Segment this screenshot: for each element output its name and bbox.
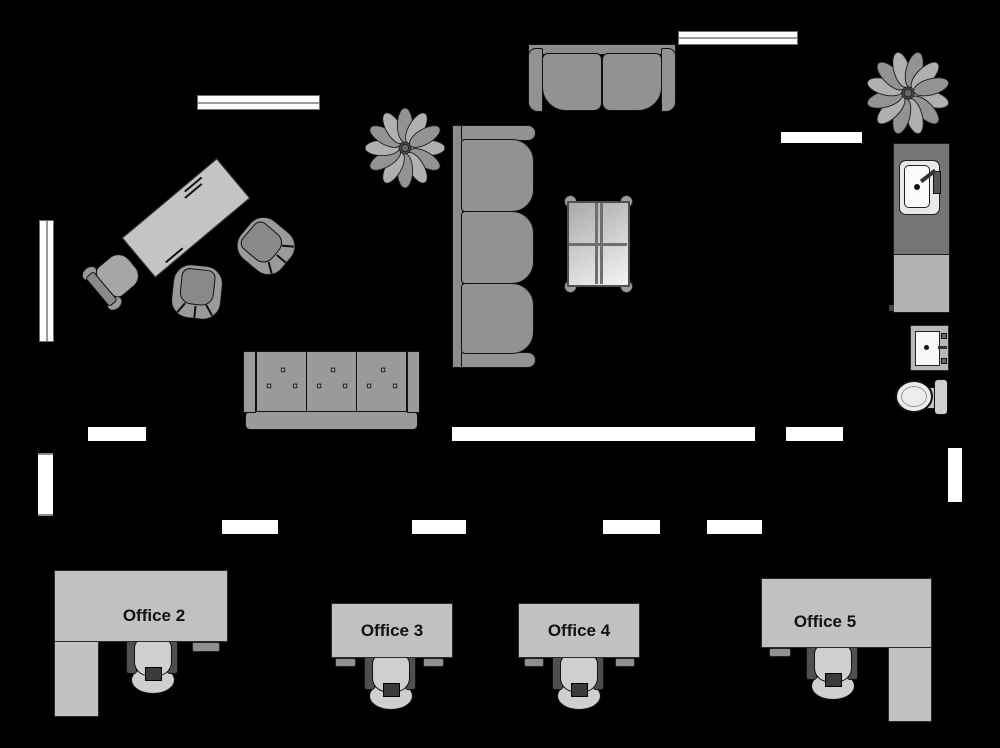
chair-hub	[145, 667, 162, 681]
toilet-tank	[934, 379, 948, 415]
bathroom-sink[interactable]	[910, 325, 949, 371]
office-chair[interactable]	[126, 638, 178, 696]
coffee-table[interactable]	[564, 195, 633, 293]
sofa-armrest	[461, 352, 536, 368]
office-5-desk-return[interactable]	[888, 647, 932, 722]
chair-seat	[178, 267, 217, 307]
tuft-button: ¤	[265, 380, 273, 393]
office-4-label: Office 4	[547, 621, 611, 640]
faucet-knob	[941, 358, 947, 364]
sofa-cushion	[461, 283, 534, 354]
desk-accessory	[769, 648, 791, 657]
sofa-cushion	[542, 53, 602, 111]
office-4-desk[interactable]	[518, 603, 640, 658]
office-5-label: Office 5	[793, 612, 857, 631]
executive-desk	[121, 158, 251, 278]
counter-handle	[889, 305, 894, 311]
tuft-button: ¤	[379, 364, 387, 377]
office-2-desk[interactable]	[54, 570, 228, 642]
tuft-button: ¤	[365, 380, 373, 393]
office-2-desk-return[interactable]	[54, 641, 99, 717]
toilet-bowl-rim	[901, 386, 927, 407]
sofa-armrest	[243, 351, 256, 413]
desk-accessory	[335, 658, 356, 667]
tuft-button: ¤	[291, 380, 299, 393]
window[interactable]	[39, 220, 54, 342]
sofa-cushion	[306, 351, 357, 412]
desk-accessory	[524, 658, 544, 667]
sink-drain	[914, 184, 920, 190]
kitchen-counter[interactable]	[889, 254, 950, 313]
sink-drain	[924, 345, 929, 350]
door-opening[interactable]	[88, 427, 146, 441]
office-3-desk[interactable]	[331, 603, 453, 658]
sofa-armrest	[661, 48, 676, 112]
door-opening[interactable]	[452, 427, 755, 441]
door-opening[interactable]	[707, 520, 762, 534]
office-2-label: Office 2	[122, 606, 186, 625]
table-top	[567, 201, 630, 287]
chair-hub	[571, 683, 588, 697]
tub-chair[interactable]	[229, 209, 303, 283]
faucet-spout	[938, 346, 947, 349]
chair-hub	[825, 673, 842, 687]
office-chair[interactable]	[552, 654, 604, 712]
tufted-sofa[interactable]: ¤ ¤ ¤ ¤ ¤ ¤ ¤ ¤ ¤	[243, 351, 420, 430]
window-pane-line	[45, 221, 48, 341]
door-opening[interactable]	[603, 520, 660, 534]
tuft-button: ¤	[391, 380, 399, 393]
sofa-cushion	[461, 139, 534, 212]
window[interactable]	[678, 31, 798, 45]
office-chair[interactable]	[364, 654, 416, 712]
faucet-base	[933, 171, 941, 194]
faucet-knob	[941, 333, 947, 339]
tuft-button: ¤	[329, 364, 337, 377]
door-opening[interactable]	[38, 453, 53, 516]
sofa-cushion	[256, 351, 307, 412]
sofa-base	[245, 411, 418, 430]
tuft-button: ¤	[341, 380, 349, 393]
door-opening[interactable]	[781, 132, 862, 143]
tuft-button: ¤	[279, 364, 287, 377]
chair-hub	[383, 683, 400, 697]
sofa-back	[528, 44, 676, 55]
loveseat[interactable]	[528, 44, 676, 116]
tub-chair[interactable]	[169, 262, 225, 322]
potted-plant[interactable]	[866, 51, 950, 135]
kitchen-sink	[899, 160, 941, 215]
toilet[interactable]	[895, 377, 951, 418]
office-chair[interactable]	[806, 644, 858, 702]
table-divider	[569, 243, 627, 246]
door-opening[interactable]	[786, 427, 843, 441]
door-opening[interactable]	[948, 448, 962, 502]
sofa-armrest	[528, 48, 543, 112]
desk-accessory	[615, 658, 635, 667]
sofa-armrest	[407, 351, 420, 413]
office-5-desk[interactable]	[761, 578, 932, 648]
sofa-cushion	[461, 211, 534, 284]
sofa-three-seat[interactable]	[452, 125, 536, 368]
window-pane-line	[679, 37, 797, 39]
office-3-label: Office 3	[360, 621, 424, 640]
sofa-cushion	[602, 53, 662, 111]
desk-accessory	[423, 658, 444, 667]
kitchen-counter-sink[interactable]	[893, 143, 950, 255]
potted-plant[interactable]	[365, 108, 445, 188]
window[interactable]	[197, 95, 320, 110]
executive-desk-group[interactable]	[78, 158, 251, 314]
tuft-button: ¤	[315, 380, 323, 393]
door-opening[interactable]	[412, 520, 466, 534]
window-pane-line	[198, 101, 319, 104]
door-opening[interactable]	[222, 520, 278, 534]
desk-accessory	[192, 642, 220, 652]
sofa-cushion	[356, 351, 407, 412]
